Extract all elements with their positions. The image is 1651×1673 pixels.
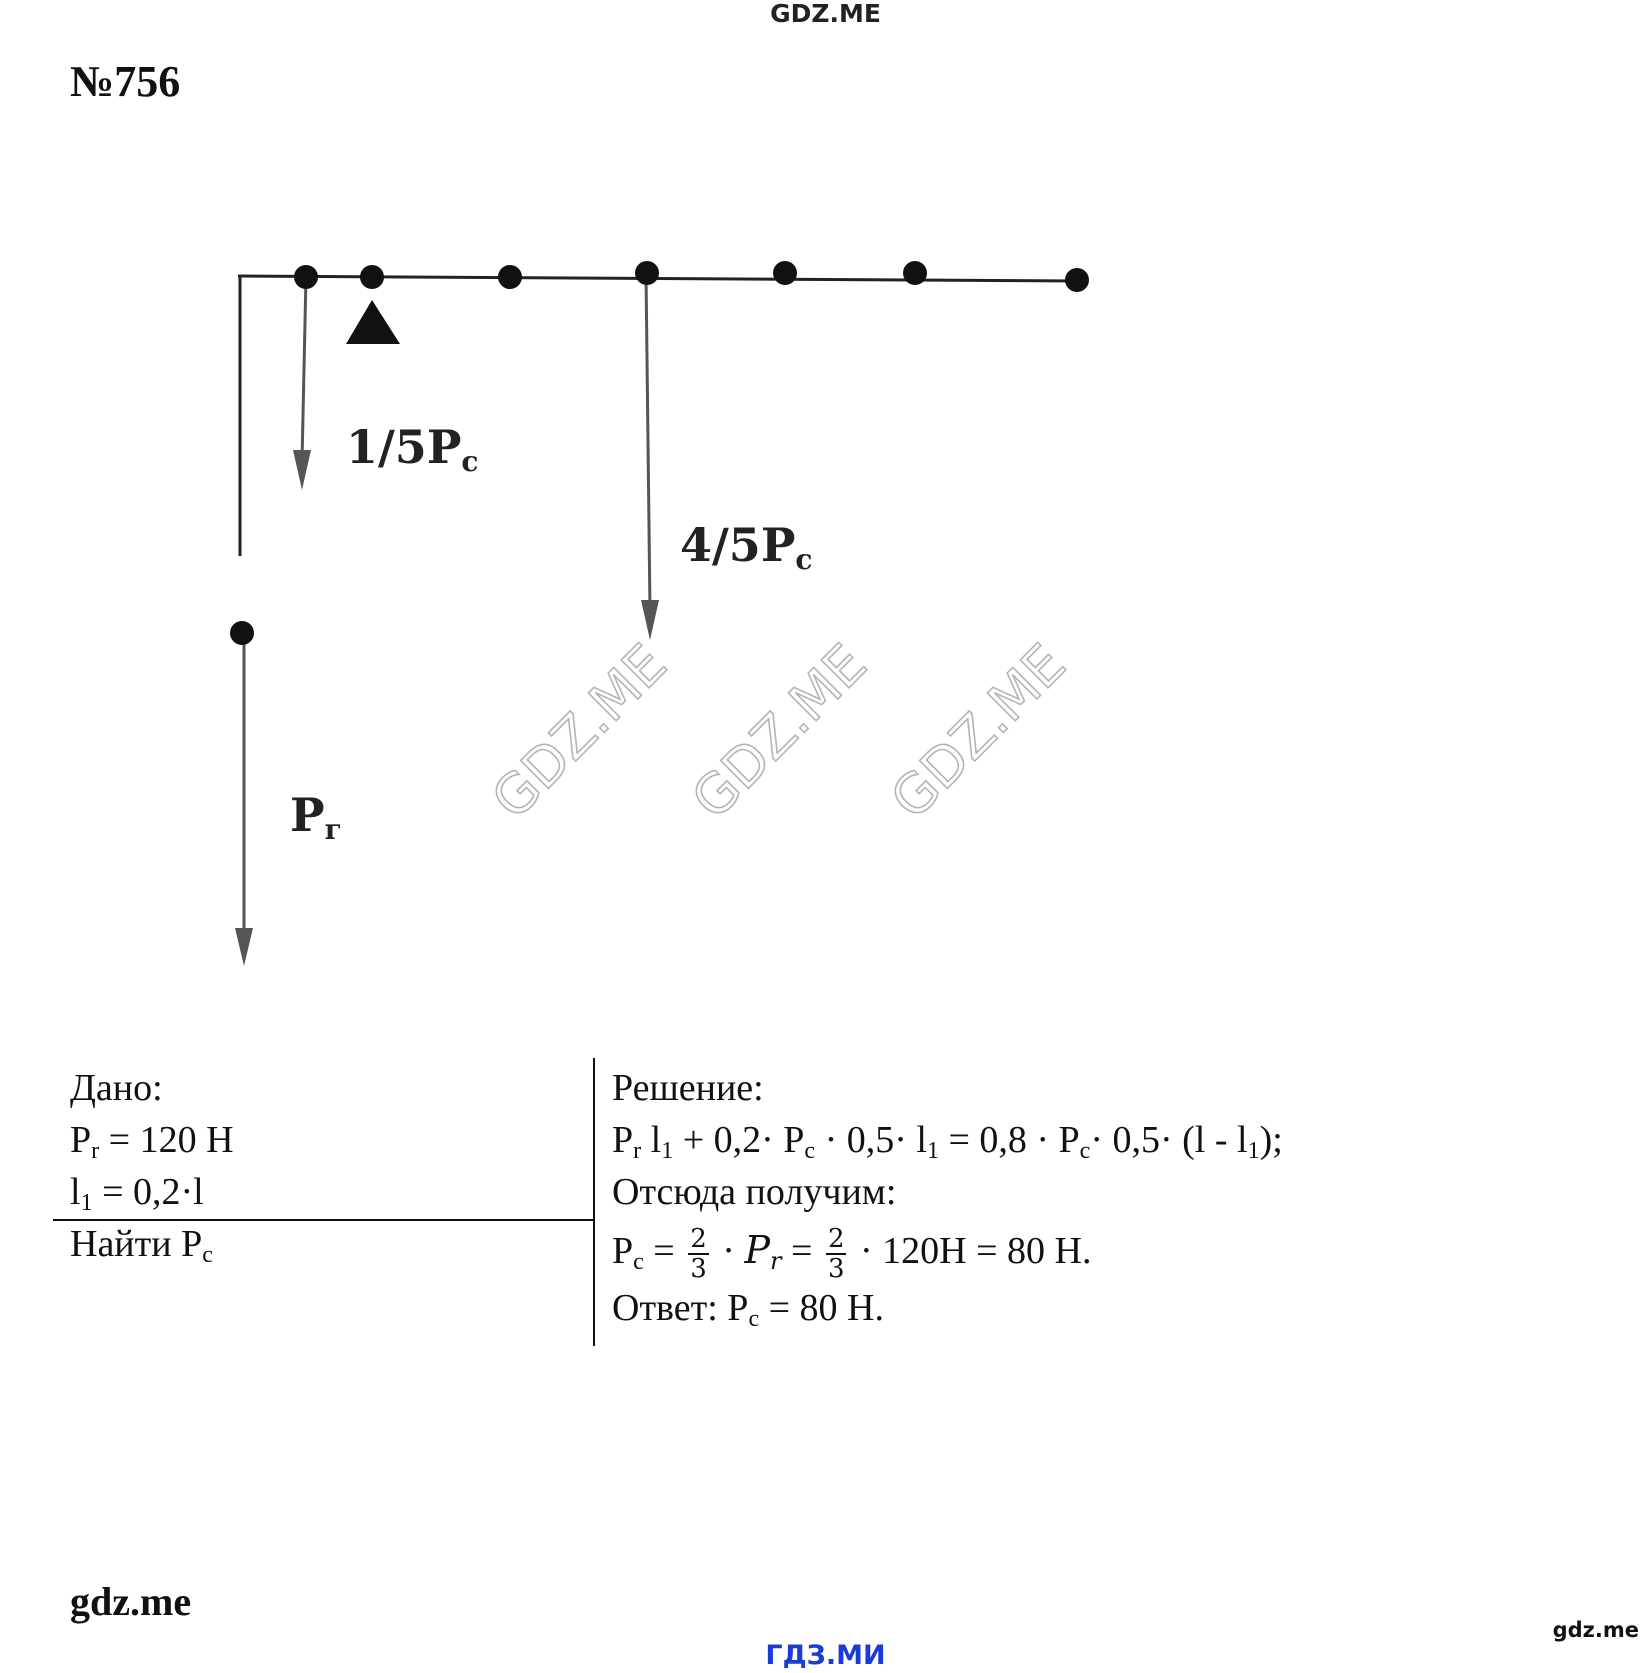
solution-answer: Ответ: Pc = 80 Н. <box>612 1287 884 1332</box>
solution-column: Решение: Pr l1 + 0,2· Pc · 0,5· l1 = 0,8… <box>612 1062 1412 1334</box>
lever-point <box>294 265 318 289</box>
table-horizontal-divider <box>53 1219 595 1221</box>
problem-number: №756 <box>70 57 181 106</box>
force-label-middle: 4/5Pc <box>680 518 813 576</box>
weight-point <box>230 621 254 645</box>
footer-site-right: gdz.me <box>1552 1618 1639 1642</box>
lever-point <box>498 265 522 289</box>
lever-point <box>635 261 659 285</box>
find-line: Найти Pc <box>70 1223 213 1268</box>
force-label-bottom: Pг <box>290 788 342 846</box>
arrowhead-middle <box>641 600 659 640</box>
footer-site-left: gdz.me <box>70 1579 192 1624</box>
force-arrow-left-shaft <box>300 275 308 463</box>
given-title: Дано: <box>70 1067 163 1109</box>
arrowhead-left <box>293 450 311 490</box>
site-header: GDZ.ME <box>770 0 881 28</box>
lever-point <box>1065 268 1089 292</box>
given-column: Дано: Pr = 120 Н l1 = 0,2·l Найти Pc <box>70 1062 590 1270</box>
solution-equation: Pr l1 + 0,2· Pc · 0,5· l1 = 0,8 · Pc· 0,… <box>612 1119 1283 1164</box>
solution-derive: Отсюда получим: <box>612 1171 897 1213</box>
arrowhead-bottom <box>235 928 253 966</box>
lever-diagram <box>230 261 1089 966</box>
given-line-2: l1 = 0,2·l <box>70 1171 204 1216</box>
table-vertical-divider <box>593 1058 595 1346</box>
given-line-1: Pr = 120 Н <box>70 1119 234 1164</box>
solution-title: Решение: <box>612 1067 764 1109</box>
lever-point <box>903 261 927 285</box>
footer-site-center: ГДЗ.МИ <box>765 1640 886 1671</box>
force-label-left: 1/5Pc <box>346 420 479 478</box>
fulcrum-triangle <box>346 300 400 344</box>
force-arrow-middle-shaft <box>644 273 652 611</box>
lever-point <box>773 261 797 285</box>
lever-point <box>360 265 384 289</box>
